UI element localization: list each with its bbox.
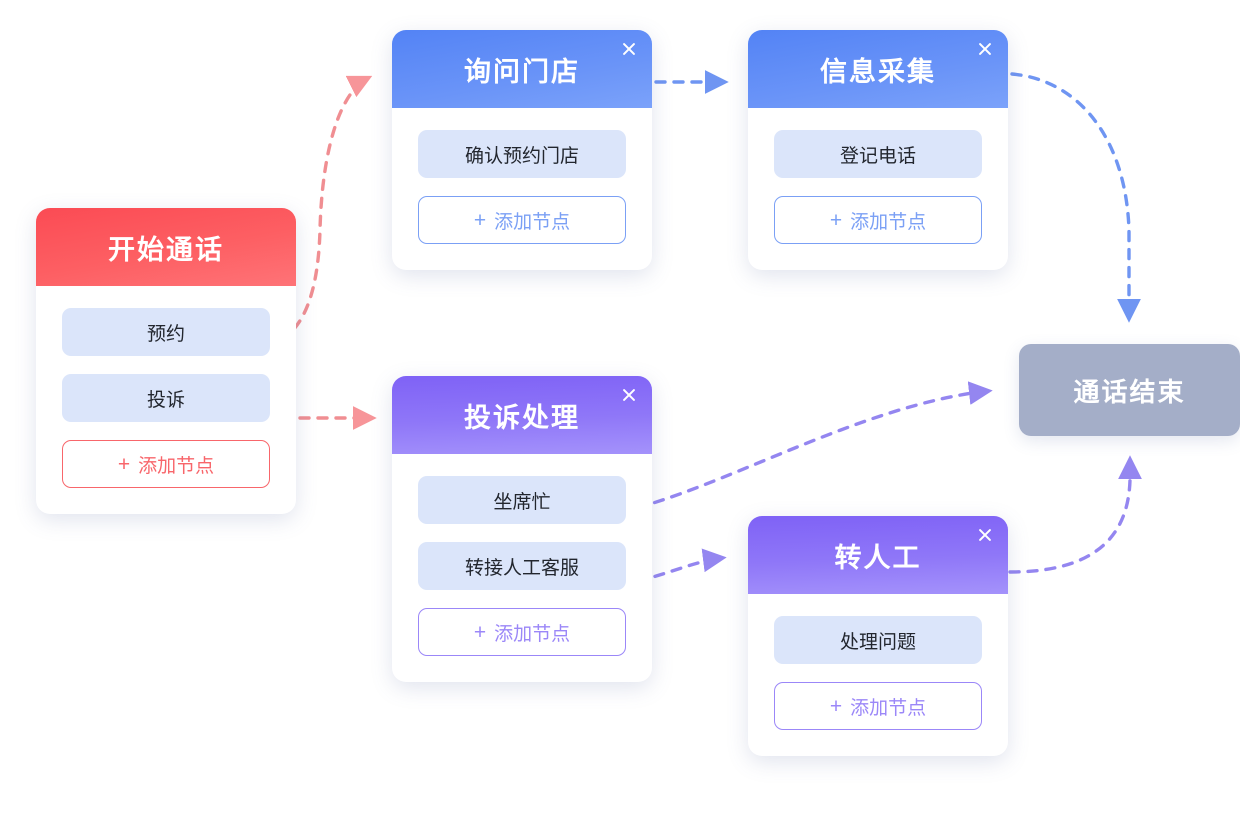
- node-transfer-agent[interactable]: 转人工 处理问题 + 添加节点: [748, 516, 1008, 756]
- branch-label: 坐席忙: [493, 491, 551, 513]
- end-node-label: 通话结束: [1073, 376, 1186, 407]
- node-header-complaint-handle: 投诉处理: [392, 376, 652, 454]
- node-title: 转人工: [834, 542, 922, 573]
- add-node-label: 添加节点: [850, 211, 927, 233]
- branch-label: 转接人工客服: [464, 557, 579, 579]
- node-call-end[interactable]: 通话结束: [1019, 344, 1240, 436]
- node-title: 信息采集: [820, 56, 936, 87]
- node-body-ask-store: 确认预约门店 + 添加节点: [392, 108, 652, 270]
- node-body-start-call: 预约 投诉 + 添加节点: [36, 286, 296, 514]
- plus-icon: +: [473, 620, 487, 644]
- branch-pill-transfer-human[interactable]: 转接人工客服: [418, 542, 626, 590]
- branch-pill-tousu[interactable]: 投诉: [62, 374, 270, 422]
- plus-icon: +: [473, 208, 487, 232]
- close-icon[interactable]: [974, 524, 996, 546]
- node-title: 投诉处理: [464, 402, 580, 433]
- node-body-transfer-agent: 处理问题 + 添加节点: [748, 594, 1008, 756]
- add-node-button-complaint-handle[interactable]: + 添加节点: [418, 608, 626, 656]
- node-title: 询问门店: [464, 56, 580, 87]
- add-node-button-transfer-agent[interactable]: + 添加节点: [774, 682, 982, 730]
- node-complaint-handle[interactable]: 投诉处理 坐席忙 转接人工客服 + 添加节点: [392, 376, 652, 682]
- add-node-label: 添加节点: [494, 623, 571, 645]
- close-icon[interactable]: [618, 384, 640, 406]
- node-body-complaint-handle: 坐席忙 转接人工客服 + 添加节点: [392, 454, 652, 682]
- add-node-button-ask-store[interactable]: + 添加节点: [418, 196, 626, 244]
- edge-agentnode-to-end: [1008, 455, 1142, 574]
- branch-label: 处理问题: [839, 631, 916, 653]
- branch-label: 登记电话: [839, 145, 916, 167]
- edge-agentbusy-to-end: [618, 381, 993, 514]
- close-icon[interactable]: [974, 38, 996, 60]
- node-header-transfer-agent: 转人工: [748, 516, 1008, 594]
- node-ask-store[interactable]: 询问门店 确认预约门店 + 添加节点: [392, 30, 652, 270]
- branch-label: 投诉: [146, 389, 185, 411]
- branch-label: 预约: [146, 323, 185, 345]
- plus-icon: +: [117, 452, 131, 476]
- add-node-label: 添加节点: [850, 697, 927, 719]
- node-title: 开始通话: [108, 234, 224, 265]
- node-start-call[interactable]: 开始通话 预约 投诉 + 添加节点: [36, 208, 296, 514]
- branch-pill-confirm-store[interactable]: 确认预约门店: [418, 130, 626, 178]
- branch-pill-agent-busy[interactable]: 坐席忙: [418, 476, 626, 524]
- add-node-button-start-call[interactable]: + 添加节点: [62, 440, 270, 488]
- branch-pill-yuyue[interactable]: 预约: [62, 308, 270, 356]
- close-icon[interactable]: [618, 38, 640, 60]
- add-node-button-collect-info[interactable]: + 添加节点: [774, 196, 982, 244]
- node-body-collect-info: 登记电话 + 添加节点: [748, 108, 1008, 270]
- node-header-collect-info: 信息采集: [748, 30, 1008, 108]
- add-node-label: 添加节点: [138, 455, 215, 477]
- plus-icon: +: [829, 208, 843, 232]
- add-node-label: 添加节点: [494, 211, 571, 233]
- branch-pill-handle-issue[interactable]: 处理问题: [774, 616, 982, 664]
- plus-icon: +: [829, 694, 843, 718]
- edge-collect-to-end: [1010, 72, 1141, 323]
- branch-label: 确认预约门店: [464, 145, 579, 167]
- branch-pill-register-phone[interactable]: 登记电话: [774, 130, 982, 178]
- node-header-start-call: 开始通话: [36, 208, 296, 286]
- node-header-ask-store: 询问门店: [392, 30, 652, 108]
- node-collect-info[interactable]: 信息采集 登记电话 + 添加节点: [748, 30, 1008, 270]
